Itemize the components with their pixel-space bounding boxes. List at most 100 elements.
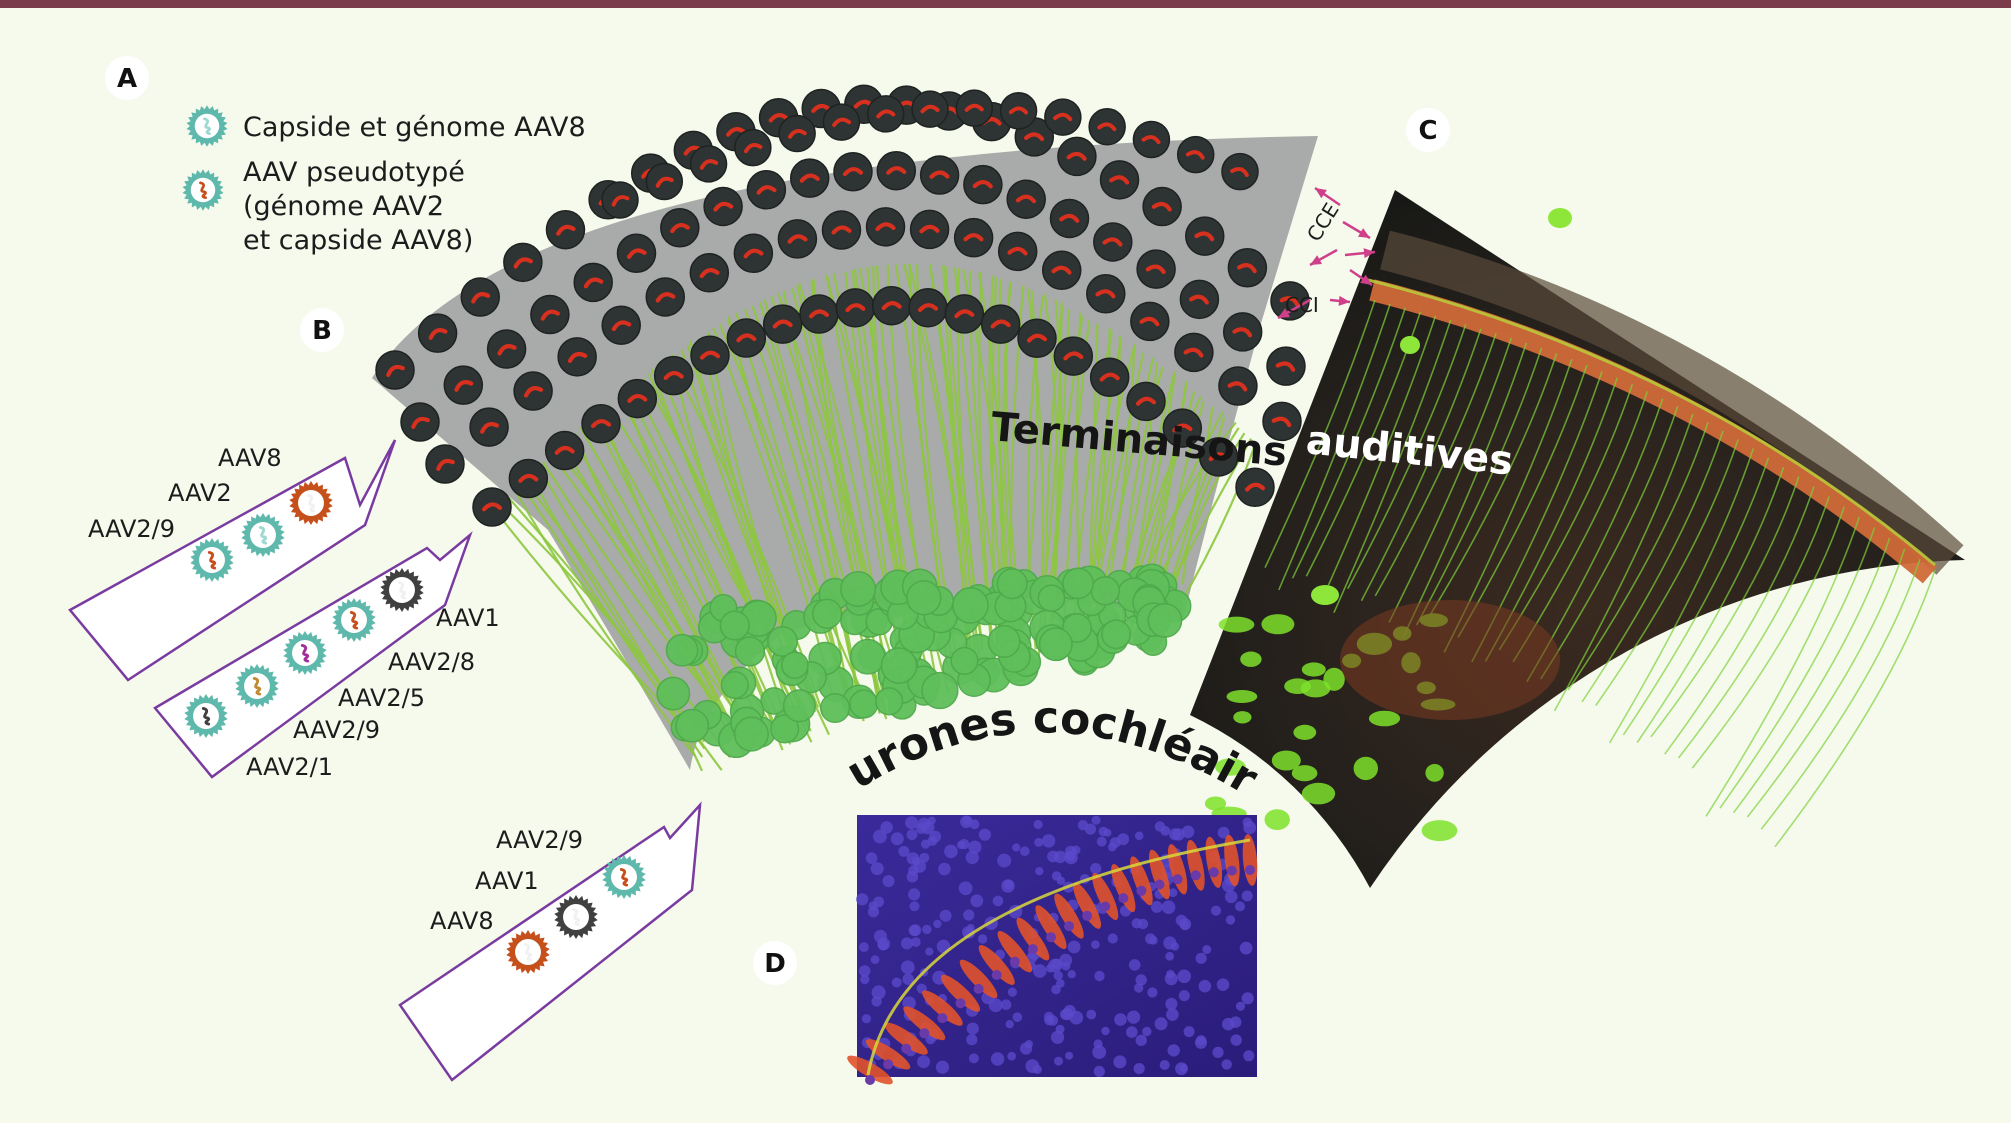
fiber	[552, 455, 731, 735]
hair-cell	[1142, 186, 1182, 227]
legend-virus-pseudotyped	[182, 169, 224, 211]
hair-cell	[1162, 408, 1203, 448]
hair-cell	[530, 294, 570, 335]
neuron	[849, 638, 886, 675]
cell-arrows	[1277, 186, 1376, 320]
tag3-label-2: AAV8	[430, 907, 494, 935]
hair-cell	[1174, 332, 1214, 373]
hair-cell	[997, 231, 1038, 272]
hair-cell	[835, 288, 876, 328]
neuron	[820, 692, 851, 724]
hair-cell	[472, 487, 512, 527]
hair-cell	[871, 285, 912, 326]
tag1-label-0: AAV8	[218, 444, 282, 472]
hair-cell	[1221, 152, 1259, 191]
hair-cell	[1227, 247, 1268, 288]
tag1-label-1: AAV2	[168, 479, 232, 507]
legend-virus-aav8	[186, 105, 228, 147]
fiber	[626, 388, 781, 740]
neuron	[720, 670, 749, 700]
tag3-virus-0	[602, 855, 646, 899]
hair-cell	[1006, 179, 1046, 219]
arrow	[1309, 248, 1338, 267]
neuron	[950, 646, 979, 675]
hair-cell	[865, 207, 906, 247]
fiber	[1176, 443, 1257, 609]
hair-cell	[1266, 346, 1306, 386]
svg-text:B: B	[312, 316, 332, 346]
hair-cell	[1218, 366, 1258, 406]
hair-cell	[503, 242, 543, 283]
fiber	[600, 410, 759, 748]
hair-cell	[544, 430, 585, 471]
tag3-virus-2	[506, 930, 550, 974]
hair-cell	[1053, 336, 1094, 376]
fiber	[656, 363, 792, 734]
svg-text:A: A	[117, 64, 137, 94]
hair-cell	[778, 114, 816, 153]
top-border	[0, 0, 2011, 8]
hair-cell	[1235, 467, 1275, 508]
legend-item2-line3: et capside AAV8)	[243, 225, 473, 256]
legend-item2-line2: (génome AAV2	[243, 191, 444, 222]
hair-cell	[980, 304, 1021, 344]
hair-cell	[876, 150, 917, 191]
hair-cell	[1017, 318, 1057, 359]
tag2-label-2: AAV2/5	[338, 684, 425, 712]
arrow	[1277, 298, 1311, 320]
tag2-label-0: AAV1	[436, 604, 500, 632]
hair-cell	[660, 207, 700, 248]
hair-cell	[1044, 98, 1082, 136]
vector-tag-neurons: AAV2/9 AAV1 AAV8	[398, 801, 702, 1082]
hair-cell	[1185, 216, 1225, 256]
legend-item2-line1: AAV pseudotypé	[243, 157, 465, 188]
tag2-virus-4	[184, 694, 228, 738]
hair-cell	[557, 337, 597, 377]
panel-badge-c: C	[1406, 108, 1450, 152]
tag1-virus-0	[289, 481, 333, 525]
hair-cell	[645, 277, 686, 317]
neuron	[952, 587, 989, 624]
hair-cell	[799, 294, 839, 334]
hair-cell	[733, 233, 774, 274]
neuron	[675, 708, 710, 743]
hair-cell	[425, 444, 465, 484]
neuron	[906, 580, 942, 616]
svg-text:D: D	[764, 949, 786, 979]
hair-cell	[460, 277, 500, 317]
hair-cell	[944, 294, 985, 334]
hair-cell	[1126, 381, 1166, 422]
hair-cell	[1136, 249, 1176, 289]
hair-cell	[911, 90, 949, 128]
neuron	[1037, 584, 1066, 613]
legend-item1: Capside et génome AAV8	[243, 112, 586, 143]
neuron	[840, 570, 877, 608]
hair-cell	[617, 378, 658, 419]
confocal-micrograph	[847, 815, 1258, 1085]
arrow	[1344, 248, 1376, 259]
tag2-virus-1	[332, 598, 376, 642]
neuron	[733, 716, 769, 752]
tag1-label-2: AAV2/9	[88, 515, 175, 543]
hair-cell	[1099, 160, 1140, 200]
neuron	[874, 687, 904, 716]
legend: Capside et génome AAV8 AAV pseudotypé (g…	[182, 105, 586, 256]
arrow	[1314, 186, 1341, 207]
cochlea-section	[372, 84, 1318, 772]
hair-cell	[486, 329, 527, 369]
hair-cell	[469, 407, 509, 447]
legend-virus-2	[182, 169, 224, 211]
hair-cell	[726, 318, 767, 358]
hair-cell	[762, 304, 803, 344]
hair-cell	[1179, 279, 1220, 320]
fiber	[735, 312, 845, 691]
hair-cell	[953, 217, 994, 258]
legend-virus-1	[186, 105, 228, 147]
neuron	[760, 687, 788, 715]
hair-cell	[1132, 120, 1171, 159]
hair-cell	[822, 103, 861, 141]
hair-cell	[1176, 135, 1215, 174]
neuron	[665, 633, 699, 667]
hair-cell	[443, 365, 484, 405]
